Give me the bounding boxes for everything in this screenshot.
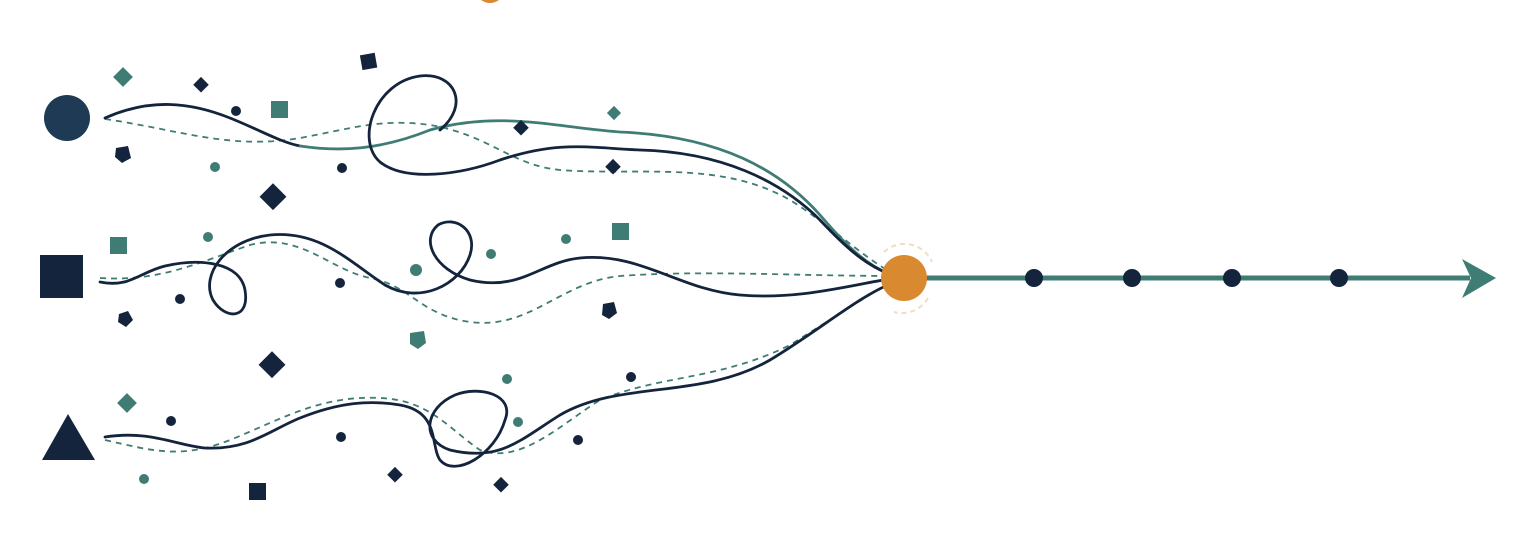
teal-pentagon-particle bbox=[410, 331, 426, 349]
navy-diamond-particle bbox=[259, 183, 287, 211]
circle-source-icon bbox=[44, 95, 90, 141]
teal-dot-particle bbox=[561, 234, 571, 244]
teal-diamond-particle bbox=[117, 393, 137, 413]
teal-square-particle bbox=[612, 223, 629, 240]
navy-diamond-particle bbox=[605, 158, 621, 175]
teal-dot-particle bbox=[513, 417, 523, 427]
bottom-dashed-path bbox=[104, 279, 896, 455]
source-shapes bbox=[40, 95, 95, 460]
convergence-node-icon bbox=[881, 255, 927, 301]
teal-diamond-particle bbox=[606, 105, 622, 121]
teal-dot-particle bbox=[210, 162, 220, 172]
navy-dot-particle bbox=[231, 106, 241, 116]
milestone-dot bbox=[1123, 269, 1141, 287]
top-path-start bbox=[103, 103, 302, 148]
milestone-dot bbox=[1330, 269, 1348, 287]
scattered-particles bbox=[110, 52, 636, 500]
teal-dot-particle bbox=[410, 264, 422, 276]
teal-dot-particle bbox=[486, 249, 496, 259]
navy-dot-particle bbox=[175, 294, 185, 304]
milestone-dot bbox=[1025, 269, 1043, 287]
navy-square-particle bbox=[249, 483, 266, 500]
middle-dashed-path bbox=[99, 241, 896, 324]
navy-pentagon-particle bbox=[115, 146, 131, 163]
navy-pentagon-particle bbox=[118, 311, 133, 327]
arrow-head-icon bbox=[1462, 259, 1496, 298]
teal-dot-particle bbox=[502, 374, 512, 384]
top-path-teal bbox=[298, 119, 897, 278]
navy-dot-particle bbox=[336, 432, 346, 442]
navy-dot-particle bbox=[335, 278, 345, 288]
output-line bbox=[904, 259, 1496, 298]
middle-path bbox=[98, 220, 897, 316]
hub-glow-arc bbox=[893, 297, 929, 315]
dashed-guide-paths bbox=[99, 118, 896, 455]
milestone-dot bbox=[1223, 269, 1241, 287]
teal-square-particle bbox=[110, 237, 127, 254]
teal-dot-particle bbox=[139, 474, 149, 484]
navy-dot-particle bbox=[573, 435, 583, 445]
teal-dot-particle bbox=[203, 232, 213, 242]
navy-diamond-particle bbox=[193, 76, 209, 93]
top-loop-path bbox=[367, 74, 897, 278]
solid-paths bbox=[98, 74, 897, 468]
navy-pentagon-particle bbox=[602, 302, 617, 319]
hub-glow-arc bbox=[883, 242, 933, 263]
navy-dot-particle bbox=[626, 372, 636, 382]
square-source-icon bbox=[40, 255, 83, 298]
teal-diamond-particle bbox=[113, 67, 133, 87]
teal-square-particle bbox=[271, 101, 288, 118]
navy-dot-particle bbox=[337, 163, 347, 173]
top-edge-fragment bbox=[481, 0, 499, 3]
triangle-source-icon bbox=[42, 414, 95, 460]
navy-diamond-particle bbox=[387, 466, 403, 483]
navy-diamond-particle bbox=[493, 476, 509, 493]
navy-dot-particle bbox=[166, 416, 176, 426]
convergence-hub bbox=[881, 242, 933, 315]
navy-diamond-particle bbox=[258, 351, 286, 379]
navy-square-particle bbox=[359, 52, 378, 71]
top-dashed-path bbox=[104, 118, 896, 276]
bottom-path bbox=[103, 280, 897, 468]
